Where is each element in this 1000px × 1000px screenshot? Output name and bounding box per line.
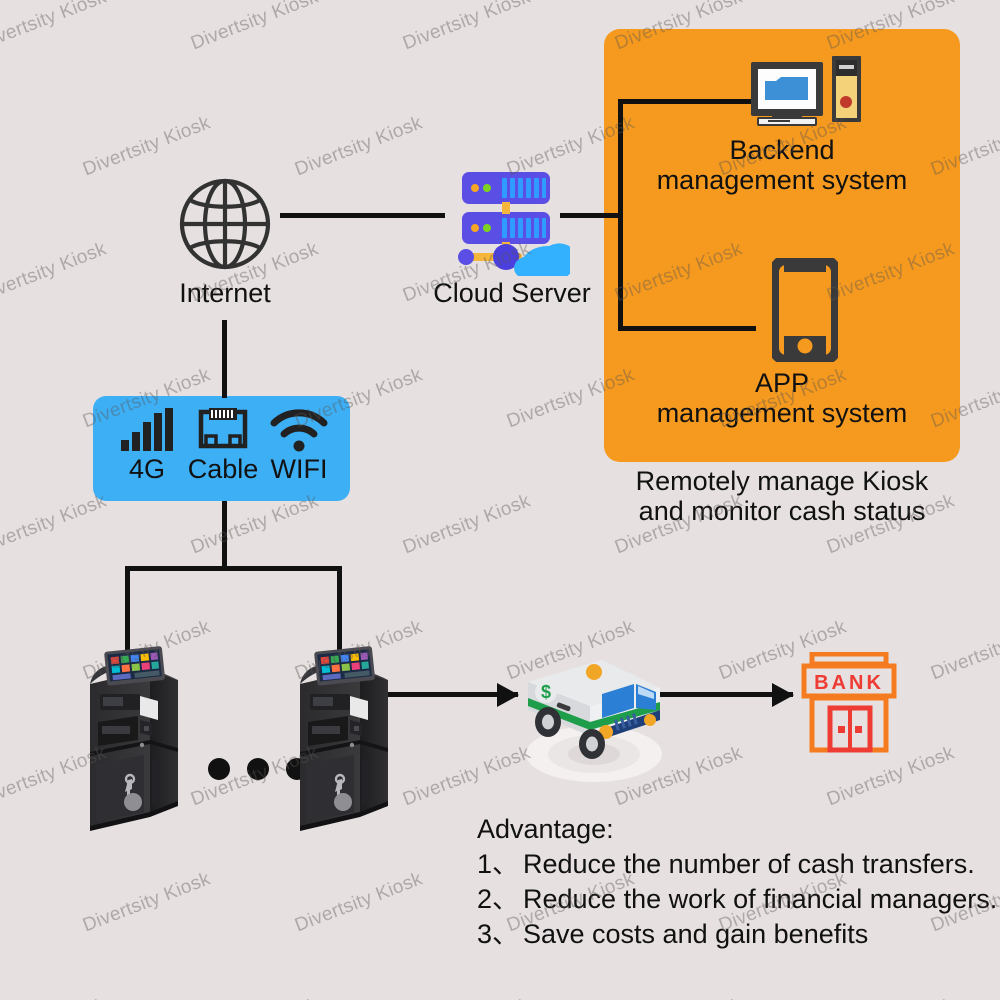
watermark-text: Divertsity Kiosk	[292, 112, 426, 181]
wifi-icon	[259, 404, 339, 452]
ethernet-port-icon	[183, 404, 263, 452]
watermark-text: Divertsity Kiosk	[188, 994, 322, 1000]
app-label: APP management system	[656, 368, 908, 429]
backend-label: Backend management system	[656, 135, 908, 196]
svg-text:$: $	[541, 682, 551, 702]
watermark-text: Divertsity Kiosk	[0, 490, 110, 559]
watermark-text: Divertsity Kiosk	[0, 112, 2, 181]
kiosk-machine[interactable]	[288, 644, 396, 831]
panel-branch-backend	[618, 99, 756, 104]
advantage-item-text: Save costs and gain benefits	[523, 919, 869, 950]
kiosk-ellipsis	[208, 758, 308, 780]
cloud-server-label: Cloud Server	[433, 278, 591, 308]
watermark-text: Divertsity Kiosk	[0, 0, 110, 55]
connectivity-option-4g[interactable]: 4G	[107, 404, 187, 485]
kiosk-tree-trunk	[222, 501, 227, 568]
cloud-to-panel-link	[560, 213, 623, 218]
advantage-item-text: Reduce the work of financial managers.	[523, 884, 998, 915]
advantage-item-text: Reduce the number of cash transfers.	[523, 849, 975, 880]
watermark-text: Divertsity Kiosk	[0, 238, 110, 307]
advantage-item-number: 3、	[477, 919, 520, 950]
watermark-text: Divertsity Kiosk	[612, 994, 746, 1000]
advantage-title: Advantage:	[477, 814, 614, 844]
watermark-text: Divertsity Kiosk	[292, 868, 426, 937]
watermark-text: Divertsity Kiosk	[80, 112, 214, 181]
kiosk-2-drop	[337, 566, 342, 655]
signal-bars-icon	[107, 404, 187, 452]
watermark-text: Divertsity Kiosk	[0, 994, 110, 1000]
watermark-text: Divertsity Kiosk	[80, 868, 214, 937]
connectivity-label-cable: Cable	[187, 454, 259, 484]
orange-panel-caption: Remotely manage Kiosk and monitor cash s…	[635, 466, 929, 527]
svg-text:BANK: BANK	[814, 672, 884, 694]
watermark-text: Divertsity Kiosk	[400, 490, 534, 559]
connectivity-option-wifi[interactable]: WIFI	[259, 404, 339, 485]
kiosk-to-truck-arrow	[378, 692, 518, 697]
connectivity-label-wifi: WIFI	[270, 454, 328, 484]
advantage-item-number: 1、	[477, 849, 520, 880]
watermark-text: Divertsity Kiosk	[0, 616, 2, 685]
watermark-text: Divertsity Kiosk	[188, 0, 322, 55]
globe-icon	[179, 178, 271, 275]
advantage-item: 2、 Reduce the work of financial managers…	[477, 882, 997, 917]
watermark-text: Divertsity Kiosk	[400, 0, 534, 55]
advantage-item-number: 2、	[477, 884, 520, 915]
panel-branch-app	[618, 326, 756, 331]
smartphone-icon	[769, 255, 841, 367]
advantage-item: 3、 Save costs and gain benefits	[477, 917, 997, 952]
watermark-text: Divertsity Kiosk	[824, 994, 958, 1000]
internet-to-cloud-link	[280, 213, 445, 218]
watermark-text: Divertsity Kiosk	[0, 868, 2, 937]
cash-in-transit-van-icon: $	[510, 636, 678, 793]
connectivity-panel: 4G Cable	[93, 396, 350, 501]
watermark-text: Divertsity Kiosk	[400, 994, 534, 1000]
kiosk-tree-bar	[125, 566, 342, 571]
connectivity-label-4g: 4G	[128, 454, 166, 484]
connectivity-option-cable[interactable]: Cable	[183, 404, 263, 485]
bank-building-icon: BANK	[800, 651, 898, 759]
watermark-text: Divertsity Kiosk	[0, 364, 2, 433]
internet-label: Internet	[179, 278, 271, 308]
internet-to-connectivity-link	[222, 320, 227, 398]
cloud-server-icon	[452, 168, 579, 282]
advantage-item: 1、 Reduce the number of cash transfers.	[477, 847, 997, 882]
kiosk-1-drop	[125, 566, 130, 655]
advantage-block: Advantage: 1、 Reduce the number of cash …	[477, 812, 997, 952]
watermark-text: Divertsity Kiosk	[928, 616, 1000, 685]
desktop-computer-icon	[750, 56, 862, 143]
truck-to-bank-arrow	[645, 692, 793, 697]
kiosk-machine[interactable]	[78, 644, 186, 831]
